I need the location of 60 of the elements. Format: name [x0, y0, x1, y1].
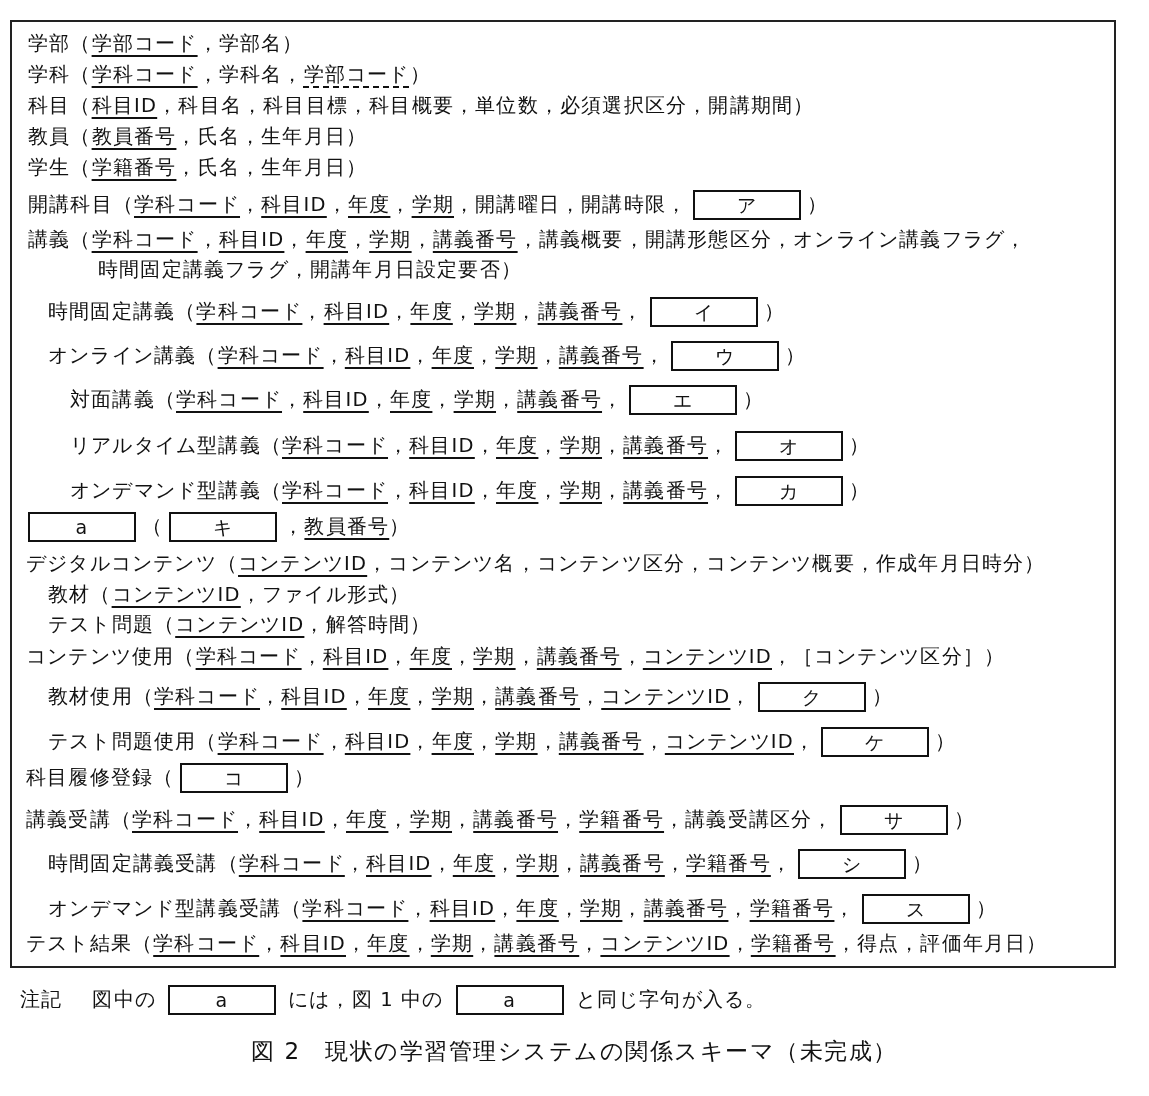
answer-blank: エ — [629, 385, 738, 415]
relation-schema-text: 講義受講（学科コード，科目ID，年度，学期，講義番号，学籍番号，講義受講区分， — [26, 807, 834, 833]
relation-schema-text: ） — [784, 343, 807, 369]
relation-schema-text: 教員（教員番号，氏名，生年月日） — [28, 124, 368, 150]
relation-schema-text: オンライン講義（学科コード，科目ID，年度，学期，講義番号， — [48, 343, 665, 369]
relation-schema-text: 学生（学籍番号，氏名，生年月日） — [28, 155, 368, 181]
relation-schema-text: テスト結果（学科コード，科目ID，年度，学期，講義番号，コンテンツID，学籍番号，得点，評価年月日） — [26, 931, 1048, 957]
figure-caption: 図 2 現状の学習管理システムの関係スキーマ（未完成） — [250, 1037, 899, 1066]
relation-schema-text: 時間固定講義受講（学科コード，科目ID，年度，学期，講義番号，学籍番号， — [48, 851, 793, 877]
answer-blank: a — [28, 512, 136, 542]
answer-blank: ク — [757, 682, 866, 712]
answer-blank: a — [455, 985, 564, 1015]
relation-schema-text: ） — [912, 851, 934, 877]
relation-schema-text: デジタルコンテンツ（コンテンツID，コンテンツ名，コンテンツ区分，コンテンツ概要，作成年月日時分） — [26, 551, 1046, 577]
relation-schema-text: ） — [807, 192, 829, 218]
relation-schema-text: 学部（学部コード，学部名） — [28, 31, 304, 57]
relation-schema-text: ） — [743, 387, 765, 413]
relation-schema-text: ） — [935, 729, 957, 755]
relation-schema-text: ） — [953, 807, 975, 833]
answer-blank: キ — [169, 512, 278, 542]
answer-blank: ア — [693, 190, 802, 220]
relation-schema-text: テスト問題（コンテンツID，解答時間） — [48, 612, 432, 638]
answer-blank: a — [168, 985, 276, 1015]
relation-schema-text: （ — [142, 514, 164, 540]
answer-blank: ウ — [670, 341, 779, 371]
note-text: と同じ字句が入る。 — [575, 987, 767, 1013]
relation-schema-text: 教材使用（学科コード，科目ID，年度，学期，講義番号，コンテンツID， — [48, 684, 752, 710]
answer-blank: ス — [861, 894, 970, 924]
note-text: 図中の — [92, 987, 156, 1013]
relation-schema-text: 時間固定講義フラグ，開講年月日設定要否） — [98, 257, 523, 283]
answer-blank: ケ — [821, 727, 930, 757]
relation-schema-text: 学科（学科コード，学科名，学部コード） — [28, 62, 431, 88]
relation-schema-text: テスト問題使用（学科コード，科目ID，年度，学期，講義番号，コンテンツID， — [48, 729, 816, 755]
relation-schema-text: コンテンツ使用（学科コード，科目ID，年度，学期，講義番号，コンテンツID，［コンテンツ区分］） — [26, 644, 1006, 670]
relation-schema-text: 時間固定講義（学科コード，科目ID，年度，学期，講義番号， — [48, 299, 644, 325]
relation-schema-text: 教材（コンテンツID，ファイル形式） — [48, 582, 411, 608]
relation-schema-text: リアルタイム型講義（学科コード，科目ID，年度，学期，講義番号， — [70, 433, 730, 459]
relation-schema-text: オンデマンド型講義（学科コード，科目ID，年度，学期，講義番号， — [70, 478, 730, 504]
answer-blank: サ — [839, 805, 948, 835]
relation-schema-text: ） — [849, 478, 871, 504]
relation-schema-text: 科目（科目ID，科目名，科目目標，科目概要，単位数，必須選択区分，開講期間） — [28, 93, 815, 119]
relation-schema-text: 対面講義（学科コード，科目ID，年度，学期，講義番号， — [70, 387, 624, 413]
note-text: には，図 1 中の — [288, 987, 444, 1013]
relation-schema-text: ） — [975, 896, 997, 922]
relation-schema-text: 開講科目（学科コード，科目ID，年度，学期，開講曜日，開講時限， — [28, 192, 688, 218]
relation-schema-text: 科目履修登録（ — [26, 765, 175, 791]
answer-blank: イ — [649, 297, 758, 327]
relation-schema-text: オンデマンド型講義受講（学科コード，科目ID，年度，学期，講義番号，学籍番号， — [48, 896, 856, 922]
answer-blank: カ — [735, 476, 844, 506]
answer-blank: シ — [798, 849, 907, 879]
relation-schema-text: 講義（学科コード，科目ID，年度，学期，講義番号，講義概要，開講形態区分，オンライン講義フラグ， — [28, 227, 1027, 253]
schema-frame — [10, 20, 1116, 968]
relation-schema-text: ） — [849, 433, 871, 459]
note-text: 注記 — [20, 987, 63, 1013]
answer-blank: オ — [735, 431, 844, 461]
relation-schema-text: ） — [871, 684, 893, 710]
relation-schema-text: ） — [763, 299, 785, 325]
relation-schema-text: ，教員番号） — [283, 514, 411, 540]
answer-blank: コ — [180, 763, 289, 793]
relation-schema-text: ） — [294, 765, 316, 791]
